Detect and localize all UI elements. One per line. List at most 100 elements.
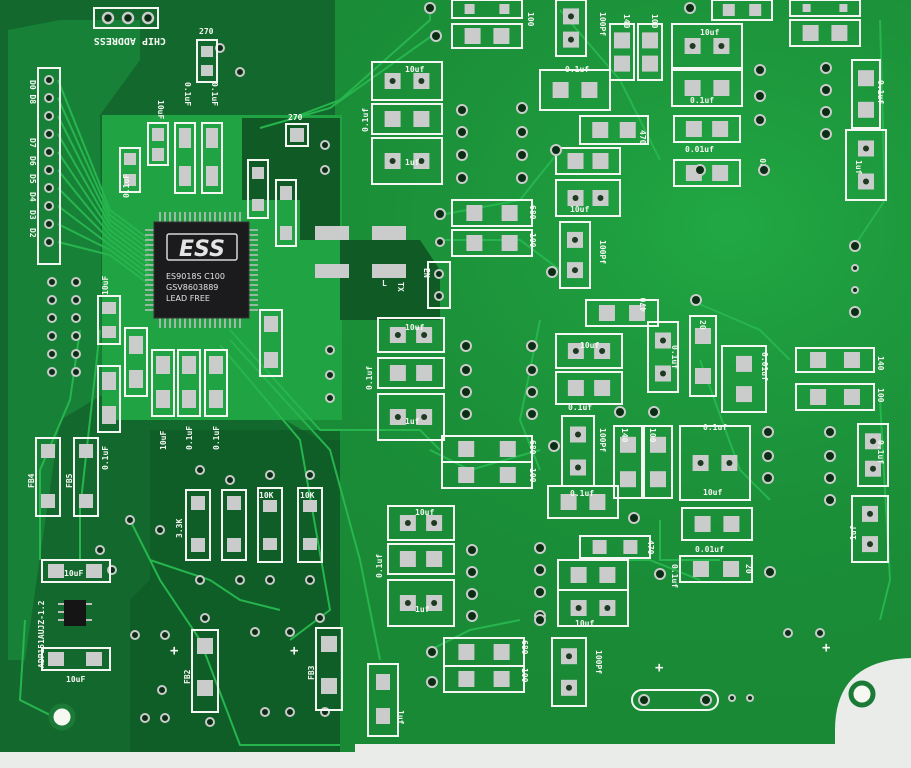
through-hole: [697, 460, 704, 466]
label-s001uf-3: 0.01uf: [695, 545, 724, 554]
label-s01uf-4: 0.1uf: [565, 65, 589, 74]
label-s1uf-4: 1uf: [854, 160, 863, 175]
solder-pad: [810, 389, 827, 405]
solder-pad: [581, 82, 598, 98]
dac-chip: ESS ES9018S C100 GSV8603889 LEAD FREE: [145, 212, 258, 328]
label-s01uf-2: 0.1uf: [365, 366, 374, 390]
solder-pad: [570, 567, 587, 583]
label-s01uf-3: 0.1uf: [375, 554, 384, 578]
through-hole: [604, 605, 611, 611]
solder-pad: [458, 441, 475, 457]
solder-pad: [493, 28, 510, 44]
label-s100-6: 100: [520, 668, 529, 683]
component-outline: [557, 589, 629, 627]
solder-pad: [466, 235, 483, 251]
component-outline: [851, 59, 881, 129]
through-hole: [421, 332, 428, 338]
mounting-hole-left: [48, 703, 76, 731]
plus-marker-a: +: [170, 643, 178, 659]
header-pins: [37, 67, 61, 265]
component-outline: [555, 371, 623, 405]
label-s10uf-6: 10uf: [580, 341, 599, 350]
pin-label-d4: D4: [28, 192, 37, 202]
label-s01uf-10: 0.1uf: [703, 423, 727, 432]
component-outline: [681, 507, 753, 541]
label-s20-3: 20: [744, 564, 753, 574]
solder-pad: [599, 567, 616, 583]
label-1uf-bottom: 1uf: [396, 710, 405, 725]
label-tx: TX: [396, 282, 405, 292]
component-outline: [643, 425, 673, 499]
solder-pad: [802, 4, 811, 12]
output-vias: [424, 2, 861, 702]
through-hole: [389, 78, 396, 84]
solder-pad: [458, 671, 475, 687]
label-s001uf-2: 0.01uf: [760, 352, 769, 381]
label-270-top: 270: [199, 27, 214, 36]
regulator-dark-region: [130, 430, 340, 752]
through-hole: [870, 465, 876, 472]
label-fb2: FB2: [183, 669, 192, 684]
component-outline: [387, 543, 455, 575]
label-01uf-b: 0.1uF: [210, 82, 219, 106]
through-hole: [418, 78, 425, 84]
component-outline: [451, 199, 533, 227]
solder-pad: [723, 516, 740, 532]
label-s680-2: 680: [528, 440, 537, 455]
solder-pad: [858, 101, 874, 118]
label-s100pf-3: 100Pf: [594, 650, 603, 674]
component-outline: [387, 579, 455, 627]
label-s100-1: 100: [528, 233, 537, 248]
label-01uf-f: 0.1uF: [212, 426, 221, 450]
through-hole: [389, 158, 396, 164]
label-s100-top: 100: [526, 12, 535, 27]
chip-pins: [145, 212, 258, 328]
label-s10uf-4: 10uf: [570, 205, 589, 214]
solder-pad: [501, 235, 518, 251]
component-outline: [679, 555, 753, 583]
label-s100pf-top: 100Pf: [598, 12, 607, 36]
label-s01uf-8: 0.1uf: [568, 403, 592, 412]
solder-pad: [623, 540, 638, 554]
solder-pad: [493, 644, 510, 660]
label-s01uf-12: 0.1uf: [670, 564, 679, 588]
solder-pad: [499, 4, 510, 14]
solder-pad: [684, 80, 701, 96]
through-hole: [660, 370, 666, 377]
solder-pad: [499, 441, 516, 457]
output-stage-labels: 10uf 0.1uf 1uf 10uf 0.1uf 1uf 10uf 0.1uf…: [361, 12, 885, 683]
label-s001uf-1: 0.01uf: [685, 145, 714, 154]
label-s10uf-2: 10uf: [405, 323, 424, 332]
component-outline: [559, 221, 591, 289]
component-outline: [851, 495, 889, 563]
label-01uf-e: 0.1uF: [185, 426, 194, 450]
component-outline: [613, 425, 643, 499]
plus-marker-d: +: [822, 640, 830, 656]
label-s01uf-5: 0.1uf: [690, 96, 714, 105]
component-outline: [673, 159, 741, 187]
through-hole: [718, 43, 725, 49]
label-s01uf-7: 0.1uf: [670, 345, 679, 369]
mounting-hole-right: [848, 680, 876, 708]
component-outline: [795, 383, 875, 411]
through-hole: [660, 337, 666, 344]
label-270-mid: 270: [288, 113, 303, 122]
solder-pad: [712, 165, 729, 181]
component-outline: [451, 0, 523, 19]
component-outline: [371, 61, 443, 101]
through-hole: [394, 332, 401, 338]
component-outline: [857, 423, 889, 487]
through-hole: [431, 520, 438, 526]
through-hole: [689, 43, 696, 49]
oval-footprint: [631, 689, 719, 711]
solder-pad: [499, 467, 516, 483]
label-10uf-reg-top: 10uF: [64, 569, 83, 578]
solder-pad: [629, 305, 646, 321]
through-hole: [575, 431, 581, 438]
solder-pad: [620, 436, 636, 453]
pin-label-d0-d8: D0 D8: [28, 80, 37, 104]
through-hole: [870, 438, 876, 445]
label-s20-2: 20: [698, 320, 707, 330]
label-s10uf-1: 10uf: [405, 65, 424, 74]
label-s01uf-11: 0.1uf: [570, 489, 594, 498]
